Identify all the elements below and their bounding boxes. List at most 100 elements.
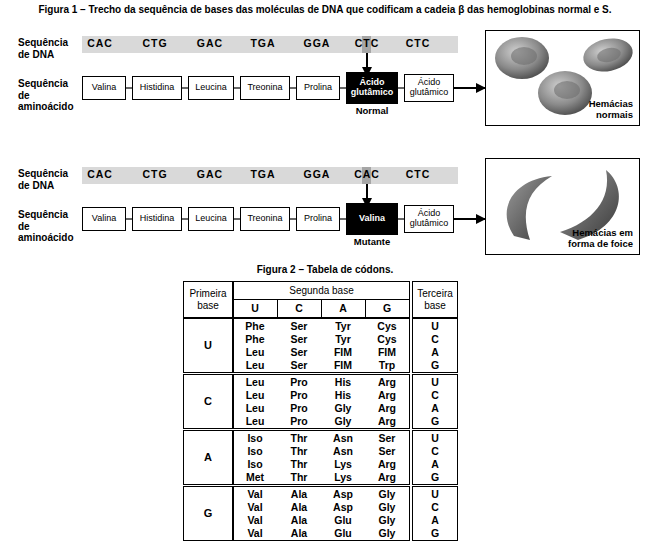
table-cell: Arg [365, 458, 409, 471]
amino-acid-name: Valina [359, 214, 385, 224]
table-cell: Glu [321, 514, 365, 527]
amino-acid-name: Treonina [247, 83, 282, 93]
table-cell: Pro [277, 376, 321, 389]
amino-acid-name: Valina [92, 83, 116, 93]
table-cell: U [412, 432, 458, 445]
table-cell: Leu [233, 376, 277, 389]
table-cell: Val [233, 514, 277, 527]
table-cell: Arg [365, 470, 409, 483]
table-cell: A [412, 514, 458, 527]
amino-acid-name: Ácido glutâmico [407, 209, 451, 229]
figure-title: Figura 1 – Trecho da sequência de bases … [10, 4, 640, 16]
amino-acid-box: Prolina [296, 76, 340, 100]
table-cell: A [412, 402, 458, 415]
codon: CTC [406, 37, 431, 49]
table-cell: U [412, 376, 458, 389]
codon: CAC [354, 168, 380, 180]
amino-acid-name: Prolina [304, 83, 332, 93]
flow-arrow [454, 87, 485, 89]
codon: CTG [142, 37, 167, 49]
table-cell: C [412, 445, 458, 458]
mutation-amino-box: Ácido glutâmico [346, 72, 398, 104]
table-cell: Tyr [321, 320, 365, 333]
table-cell: Arg [365, 402, 409, 415]
row-label: Sequência de DNA [18, 37, 80, 60]
table-cell: G [183, 486, 233, 541]
table-cell: Phe [233, 320, 277, 333]
table-cell: Ala [277, 501, 321, 514]
figure-caption: Figura 2 – Tabela de códons. [125, 264, 525, 276]
amino-acid-box: Histidina [132, 207, 182, 231]
amino-acid-name: Treonina [247, 214, 282, 224]
amino-acid-box: Prolina [296, 207, 340, 231]
table-cell: Val [233, 526, 277, 539]
table-cell: G [412, 358, 458, 371]
table-cell: FIM [321, 346, 365, 359]
codon: CTC [355, 37, 380, 49]
dna-sequence-band: CACCTGGACTGAGGACTCCTC [82, 36, 458, 53]
table-cell: Primeira base [183, 281, 233, 318]
amino-acid-name: Prolina [304, 214, 332, 224]
table-cell: G [412, 526, 458, 539]
table-cell: Segunda base [233, 281, 410, 300]
table-cell: Iso [233, 432, 277, 445]
table-cell: FIM [365, 346, 409, 359]
codon-table-grid [184, 282, 458, 541]
amino-acid-box: Treonina [240, 76, 290, 100]
amino-acid-name: Histidina [140, 83, 175, 93]
table-cell: Cys [365, 320, 409, 333]
table-cell: Terceira base [412, 281, 458, 318]
table-cell: G [365, 299, 409, 318]
table-cell: Val [233, 488, 277, 501]
table-cell: Gly [365, 501, 409, 514]
table-cell: FIM [321, 358, 365, 371]
amino-acid-box: Valina [82, 207, 126, 231]
table-cell: Gly [365, 488, 409, 501]
table-cell: Leu [233, 346, 277, 359]
codon: GGA [304, 37, 331, 49]
row-label: Sequência de DNA [18, 168, 80, 191]
amino-acid-name: Ácido glutâmico [349, 78, 395, 98]
table-cell: C [277, 299, 321, 318]
table-cell: Lys [321, 470, 365, 483]
table-cell: Lys [321, 458, 365, 471]
table-cell: A [321, 299, 365, 318]
table-cell: Ser [277, 320, 321, 333]
table-cell: Asp [321, 501, 365, 514]
table-cell: U [233, 299, 277, 318]
table-cell: Leu [233, 414, 277, 427]
table-cell: Ser [277, 346, 321, 359]
table-cell: Pro [277, 414, 321, 427]
table-cell: Ala [277, 526, 321, 539]
table-cell: Leu [233, 389, 277, 402]
amino-acid-box: Ácido glutâmico [404, 205, 454, 233]
state-label: Mutante [342, 237, 402, 248]
table-cell: Gly [321, 402, 365, 415]
dna-sequence-band: CACCTGGACTGAGGACACCTC [82, 167, 458, 184]
codon: CAC [87, 37, 113, 49]
table-cell: G [412, 414, 458, 427]
amino-acid-box: Ácido glutâmico [404, 74, 454, 102]
table-cell: G [412, 470, 458, 483]
codon: GGA [304, 168, 331, 180]
row-label: Sequência de aminoácido [18, 209, 80, 244]
table-cell: Met [233, 470, 277, 483]
red-cell-panel: Hemácias em forma de foice [485, 158, 640, 255]
table-cell: Arg [365, 376, 409, 389]
table-cell: Ser [277, 333, 321, 346]
table-cell: A [412, 458, 458, 471]
codon: CAC [87, 168, 113, 180]
table-cell: Asn [321, 432, 365, 445]
codon: TGA [250, 37, 275, 49]
table-cell: Tyr [321, 333, 365, 346]
state-label: Normal [342, 106, 402, 117]
table-cell: Asn [321, 445, 365, 458]
table-cell: U [183, 318, 233, 373]
table-cell: Pro [277, 402, 321, 415]
table-cell: C [412, 389, 458, 402]
table-cell: C [183, 374, 233, 429]
amino-acid-box: Leucina [188, 207, 234, 231]
table-cell: Pro [277, 389, 321, 402]
table-cell: Ala [277, 514, 321, 527]
amino-acid-box: Leucina [188, 76, 234, 100]
